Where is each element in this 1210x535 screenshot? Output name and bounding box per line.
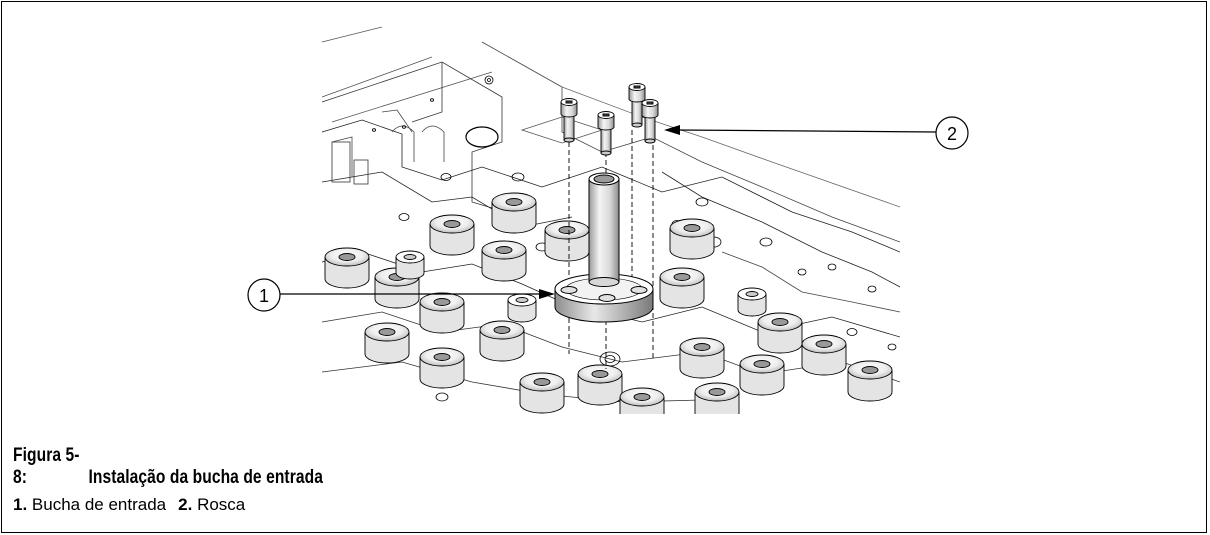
- figure-title: Instalação da bucha de entrada: [88, 467, 323, 488]
- assembly-drawing: 2 1: [247, 26, 969, 414]
- callout-1: 1: [247, 278, 555, 312]
- legend-number-1: 1.: [13, 495, 28, 514]
- callout-1-label: 1: [259, 286, 269, 306]
- callout-1-circle: [247, 278, 281, 312]
- figure-caption: Figura 5-8: Instalação da bucha de entrad…: [13, 445, 323, 489]
- bushing: [554, 172, 654, 323]
- callout-2-label: 2: [947, 124, 957, 144]
- legend-text-1: Bucha de entrada: [31, 495, 167, 514]
- roller-group: [324, 192, 893, 414]
- callout-2-circle: [935, 116, 969, 150]
- screws: [560, 83, 659, 156]
- legend-number-2: 2.: [178, 495, 193, 514]
- technical-illustration: 2 1: [2, 2, 1208, 422]
- figure-legend: 1. Bucha de entrada 2. Rosca: [13, 495, 245, 515]
- legend-text-2: Rosca: [197, 495, 246, 514]
- figure-number: Figura 5-8:: [13, 445, 80, 488]
- alignment-lines: [568, 130, 654, 369]
- callout-2: 2: [664, 116, 969, 150]
